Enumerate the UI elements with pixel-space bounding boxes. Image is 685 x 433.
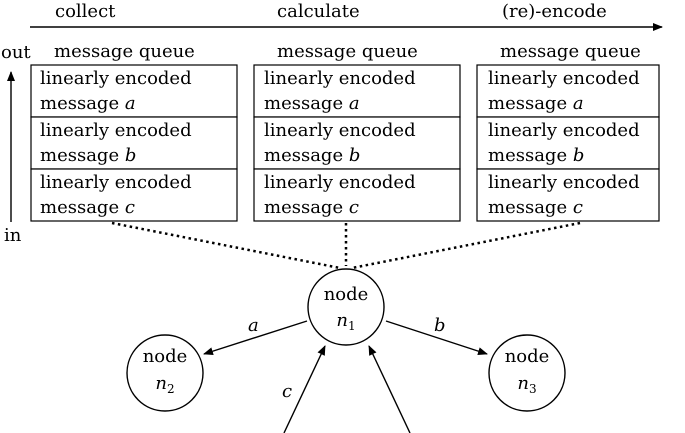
message-queue-collect: message queue linearly encoded message a…: [30, 41, 238, 222]
node-circle: [126, 334, 204, 412]
node-n2: node n2: [126, 334, 204, 412]
phase-reencode-label: (re)-encode: [502, 1, 607, 22]
cell-text-line1: linearly encoded: [264, 68, 416, 89]
queue-cell-a: [30, 64, 238, 118]
queue-cell-a: [253, 64, 461, 118]
queue-cell-c: [30, 168, 238, 222]
cell-text-line2: message a: [264, 93, 360, 114]
cell-text-line2: message c: [488, 197, 583, 218]
cell-text-line1: linearly encoded: [488, 68, 640, 89]
cell-text-line1: linearly encoded: [264, 120, 416, 141]
edge-label-b: b: [434, 315, 446, 336]
edge-label-c: c: [282, 381, 292, 402]
queue-cell-a: [476, 64, 660, 118]
edge-incoming-left: [283, 345, 326, 433]
queue-title: message queue: [54, 41, 195, 62]
message-queue-reencode: message queue linearly encoded message a…: [476, 41, 660, 222]
queue-title: message queue: [500, 41, 641, 62]
cell-text-line1: linearly encoded: [40, 68, 192, 89]
axis-in-label: in: [4, 225, 22, 246]
edge-n1-to-n2: [203, 320, 308, 356]
node-word: node: [505, 346, 550, 367]
node-n3: node n3: [488, 334, 566, 412]
node-circle: [307, 268, 385, 346]
node-n1: node n1: [307, 268, 385, 346]
cell-text-line2: message b: [40, 145, 136, 166]
dotted-link-reencode: [351, 221, 581, 270]
cell-text-line2: message a: [488, 93, 584, 114]
dotted-link-collect: [111, 221, 341, 270]
cell-text-line2: message a: [40, 93, 136, 114]
queue-cell-b: [30, 116, 238, 170]
queue-title: message queue: [277, 41, 418, 62]
edge-n1-to-n3: [385, 320, 488, 356]
node-word: node: [324, 284, 369, 305]
queue-cell-b: [253, 116, 461, 170]
message-queue-calculate: message queue linearly encoded message a…: [253, 41, 461, 222]
cell-text-line2: message c: [40, 197, 135, 218]
node-symbol: n2: [155, 373, 174, 396]
cell-text-line2: message c: [264, 197, 359, 218]
cell-text-line1: linearly encoded: [488, 120, 640, 141]
cell-text-line1: linearly encoded: [488, 172, 640, 193]
queue-cell-c: [253, 168, 461, 222]
node-circle: [488, 334, 566, 412]
cell-text-line1: linearly encoded: [40, 172, 192, 193]
node-word: node: [143, 346, 188, 367]
phase-calculate-label: calculate: [277, 1, 360, 22]
node-symbol: n1: [336, 310, 355, 333]
phase-collect-label: collect: [55, 1, 116, 22]
edge-label-a: a: [248, 315, 259, 336]
cell-text-line1: linearly encoded: [40, 120, 192, 141]
axis-out-label: out: [1, 42, 31, 63]
queue-cell-c: [476, 168, 660, 222]
edge-incoming-right: [368, 345, 411, 433]
cell-text-line1: linearly encoded: [264, 172, 416, 193]
cell-text-line2: message b: [488, 145, 584, 166]
cell-text-line2: message b: [264, 145, 360, 166]
node-symbol: n3: [517, 373, 536, 396]
